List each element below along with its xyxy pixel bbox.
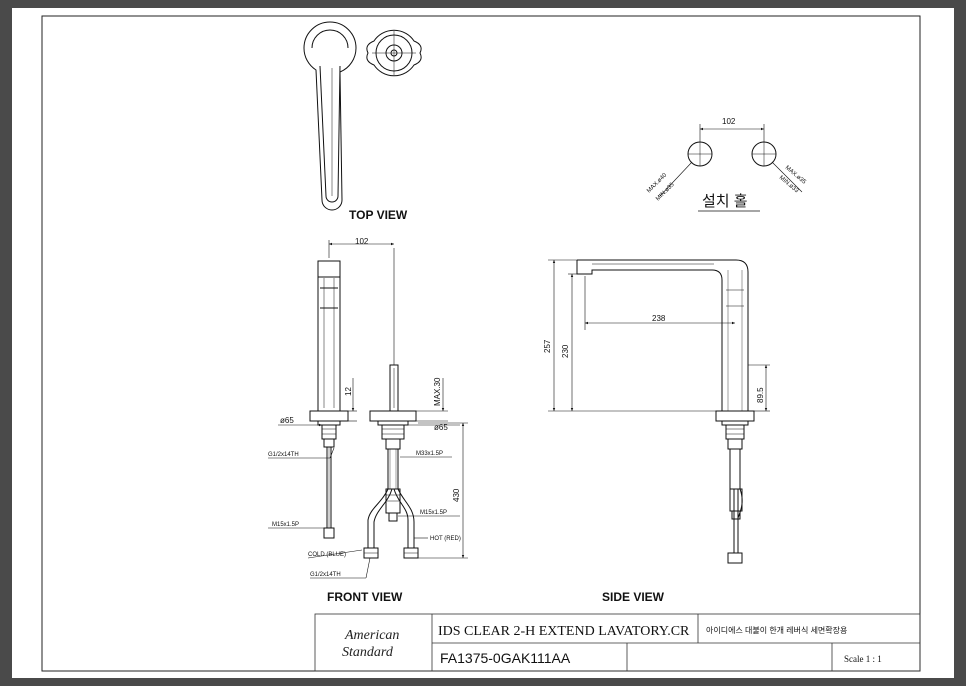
front-m33-label: M33x1.5P xyxy=(416,451,443,457)
front-dia65-left-label: ø65 xyxy=(280,416,294,425)
front-view xyxy=(268,240,468,579)
product-name-korean: 아이디에스 대불이 한개 레버식 세면확장용 xyxy=(706,625,847,635)
front-hot-label: HOT (RED) xyxy=(430,536,461,542)
side-dim-238-label: 238 xyxy=(652,314,666,323)
side-dim-257-label: 257 xyxy=(543,339,552,353)
front-dim-430-label: 430 xyxy=(452,488,461,502)
front-g1-top-label: G1/2x14TH xyxy=(268,452,299,458)
front-view-label: FRONT VIEW xyxy=(327,590,403,604)
logo-standard: Standard xyxy=(342,645,394,660)
top-view xyxy=(303,21,422,211)
front-m15-right-label: M15x1.5P xyxy=(420,510,447,516)
front-g1-bottom-label: G1/2x14TH xyxy=(310,572,341,578)
logo-american: American xyxy=(344,628,399,643)
top-view-label: TOP VIEW xyxy=(349,208,408,222)
side-view xyxy=(548,259,770,564)
hole-spacing-label: 102 xyxy=(722,117,736,126)
title-block xyxy=(314,613,921,672)
side-view-label: SIDE VIEW xyxy=(602,590,665,604)
drawing-border xyxy=(41,15,921,672)
scale-label: Scale 1 : 1 xyxy=(844,654,882,664)
side-dim-895-label: 89.5 xyxy=(756,387,765,403)
drawing-sheet: TOP VIEW 102 MAX.ø40 MIN.ø35 MAX.ø35 MIN… xyxy=(12,8,954,678)
side-dim-230-label: 230 xyxy=(561,344,570,358)
front-dim-12-label: 12 xyxy=(344,387,353,396)
front-m15-left-label: M15x1.5P xyxy=(272,522,299,528)
model-number: FA1375-0GAK111AA xyxy=(440,650,571,666)
install-holes xyxy=(659,124,803,212)
product-name: IDS CLEAR 2-H EXTEND LAVATORY.CR xyxy=(438,624,690,639)
install-hole-caption: 설치 홀 xyxy=(702,193,748,210)
front-spacing-label: 102 xyxy=(355,237,369,246)
front-dia65-right-label: ø65 xyxy=(434,423,448,432)
front-cold-label: COLD (BLUE) xyxy=(308,552,346,558)
technical-drawing: TOP VIEW 102 MAX.ø40 MIN.ø35 MAX.ø35 MIN… xyxy=(41,15,921,672)
front-dim-max30-label: MAX.30 xyxy=(433,377,442,406)
